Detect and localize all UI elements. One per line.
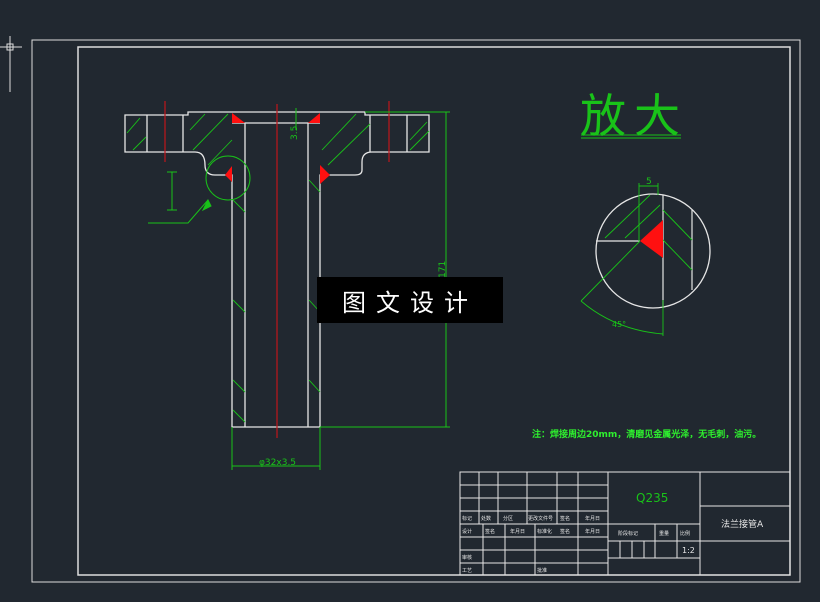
crosshair-cursor-icon	[0, 36, 22, 92]
tb-label-review: 审核	[462, 554, 472, 561]
part-section-view	[124, 111, 430, 428]
dim-height: 171	[438, 261, 448, 278]
tb-label: 年月日	[510, 528, 525, 535]
dim-top-thickness: 3.5	[290, 126, 300, 140]
tb-label: 签名	[485, 528, 495, 535]
tb-label-process: 工艺	[462, 568, 472, 574]
material: Q235	[636, 491, 668, 505]
tb-label: 分区	[503, 515, 513, 522]
dim-detail-width: 5	[646, 177, 652, 187]
tb-label: 更改文件号	[528, 515, 553, 522]
scale-value: 1:2	[682, 546, 695, 555]
tb-label: 标记	[462, 515, 472, 522]
tb-label: 年月日	[585, 528, 600, 535]
tb-label: 签名	[560, 515, 570, 522]
tb-label: 设计	[462, 528, 472, 535]
tb-label: 签名	[560, 528, 570, 535]
hatching	[126, 113, 430, 423]
title-block	[459, 471, 791, 576]
dimensions	[148, 108, 450, 470]
tb-label: 处数	[481, 515, 491, 522]
watermark: 图文设计	[317, 277, 503, 323]
weld-marks	[225, 113, 330, 184]
inner-frame	[77, 46, 791, 576]
dim-pipe: φ32x3.5	[259, 458, 296, 468]
tb-label: 年月日	[585, 515, 600, 522]
tb-label: 标准化	[537, 528, 552, 535]
technical-note: 注：焊接周边20mm，清磨见金属光泽，无毛刺，油污。	[532, 428, 761, 440]
part-name: 法兰接管A	[721, 518, 764, 530]
tb-label-ratio: 比例	[680, 530, 690, 537]
tb-label-approve: 批准	[537, 567, 547, 574]
center-lines	[164, 101, 390, 438]
detail-view: 5 45°	[580, 177, 711, 336]
outer-frame	[31, 39, 801, 583]
tb-label-stage: 阶段标记	[618, 530, 638, 537]
dim-detail-angle: 45°	[612, 320, 626, 329]
tb-label-weight: 重量	[659, 530, 669, 537]
